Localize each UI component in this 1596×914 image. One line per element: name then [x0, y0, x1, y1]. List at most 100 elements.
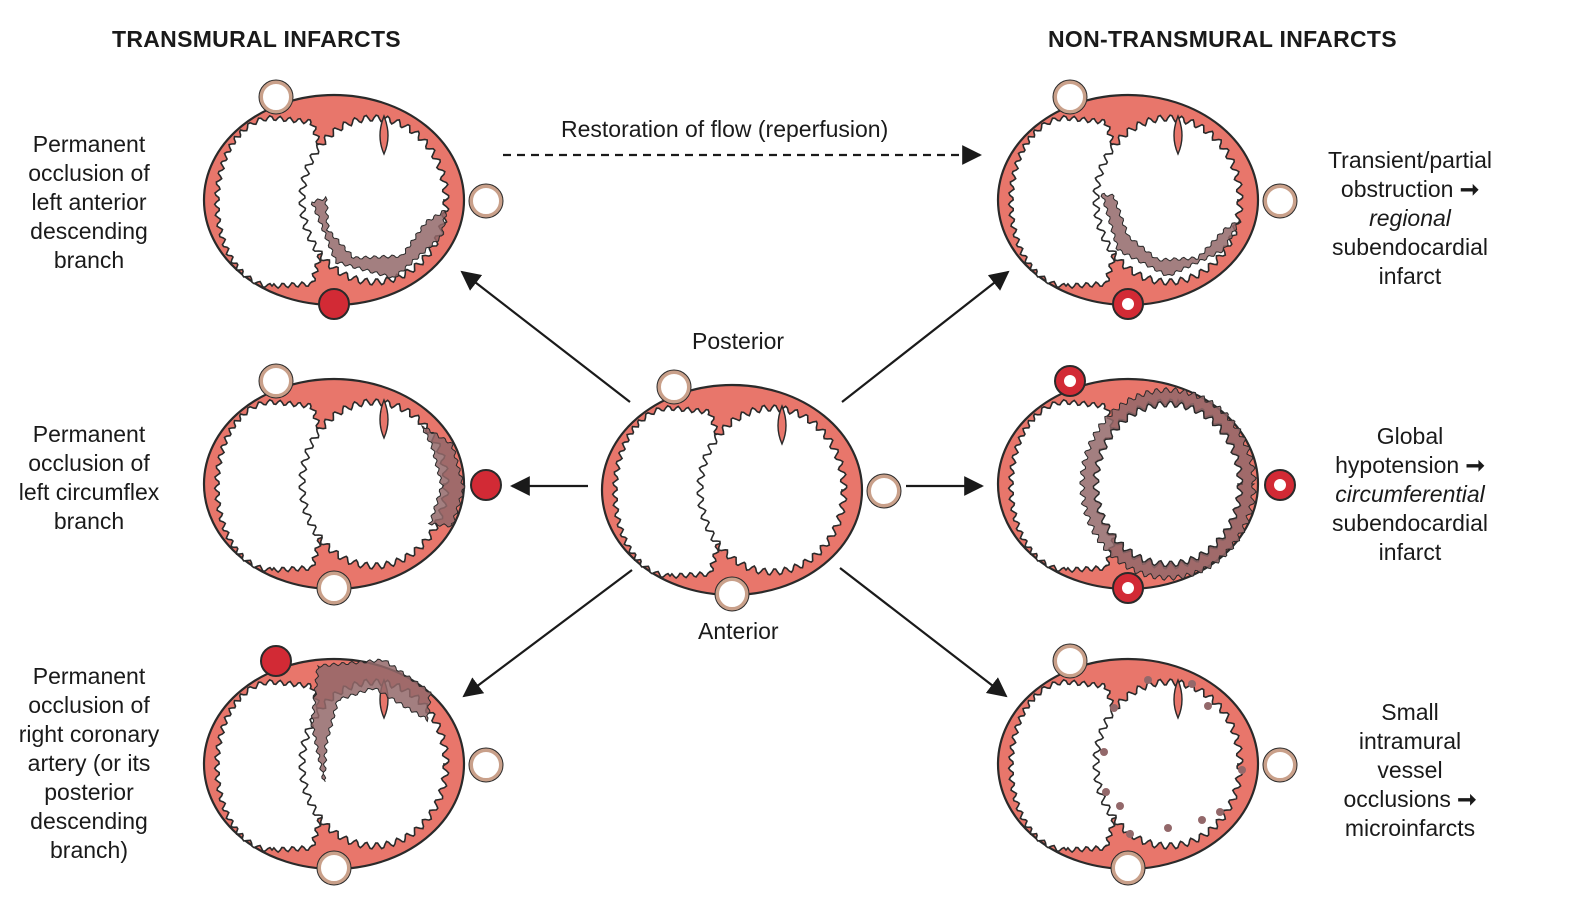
circ-line-5: infarct: [1378, 539, 1442, 565]
circ-line-3: circumferential: [1335, 481, 1485, 507]
lv-cavity: [1092, 678, 1244, 850]
microinfarct-dot: [1110, 704, 1118, 712]
vessel-outline-right: [468, 183, 504, 219]
lv-cavity: [696, 404, 848, 576]
microinfarct-dot: [1100, 748, 1108, 756]
reperfusion-label: Restoration of flow (reperfusion): [561, 116, 889, 142]
hearts-layer: [202, 79, 1298, 886]
heart-rca: [202, 645, 504, 886]
rca-line-4: artery (or its: [27, 750, 151, 776]
vessel-normal-right: [469, 184, 503, 218]
lcx-line-4: branch: [53, 508, 125, 534]
lad-line-1: Permanent: [32, 131, 146, 157]
heart-lcx: [202, 363, 502, 606]
heart-regional: [996, 79, 1298, 320]
vessel-outline-bottom: [1110, 850, 1146, 886]
arrows-layer: [460, 145, 1010, 698]
vessel-normal-top: [657, 370, 691, 404]
vessel-normal-top: [259, 364, 293, 398]
vessel-normal-bottom: [317, 571, 351, 605]
lad-line-5: branch: [53, 247, 125, 273]
rca-line-6: descending: [30, 808, 148, 834]
heart-lad: [202, 79, 504, 320]
vessel-outline-bottom: [316, 850, 352, 886]
vessel-normal-right: [469, 748, 503, 782]
circ-line-4: subendocardial: [1331, 510, 1488, 536]
arrow-to-micro: [839, 567, 1008, 698]
arrow-to-regional: [841, 270, 1010, 403]
label-lad-occlusion: Permanent occlusion of left anterior des…: [0, 130, 178, 275]
regional-line-2: obstruction ➞: [1300, 175, 1520, 204]
circ-arrow-icon: ➞: [1465, 452, 1485, 478]
label-circumferential-infarct: Global hypotension ➞ circumferential sub…: [1300, 422, 1520, 567]
regional-line-1: Transient/partial: [1327, 147, 1493, 173]
regional-line-5: infarct: [1378, 263, 1442, 289]
papillary-muscle: [1173, 114, 1183, 156]
regional-arrow-icon: ➞: [1459, 176, 1480, 202]
rca-line-1: Permanent: [32, 663, 146, 689]
header-non-transmural: NON-TRANSMURAL INFARCTS: [1048, 26, 1397, 52]
label-lcx-occlusion: Permanent occlusion of left circumflex b…: [0, 420, 178, 536]
header-transmural: TRANSMURAL INFARCTS: [112, 26, 401, 52]
micro-line-4-text: occlusions: [1343, 786, 1451, 812]
microinfarct-dot: [1204, 702, 1212, 710]
arrow-to-rca: [462, 569, 633, 698]
regional-line-4: subendocardial: [1331, 234, 1488, 260]
microinfarct-dot: [1102, 788, 1110, 796]
circ-line-2-text: hypotension: [1335, 452, 1460, 478]
circ-line-2: hypotension ➞: [1300, 451, 1520, 480]
lcx-line-3: left circumflex: [18, 479, 160, 505]
micro-line-1: Small: [1381, 699, 1439, 725]
vessel-normal-bottom: [1111, 851, 1145, 885]
papillary-muscle: [777, 404, 787, 446]
lcx-line-2: occlusion of: [28, 450, 150, 476]
rca-line-2: occlusion of: [28, 692, 150, 718]
vessel-outline-right: [1262, 747, 1298, 783]
vessel-outline-right: [1262, 183, 1298, 219]
papillary-muscle: [379, 398, 389, 440]
vessel-normal-right: [867, 474, 901, 508]
label-rca-occlusion: Permanent occlusion of right coronary ar…: [0, 662, 178, 865]
vessel-outline-top: [258, 79, 294, 115]
micro-line-5: microinfarcts: [1344, 815, 1476, 841]
circ-line-1: Global: [1376, 423, 1444, 449]
posterior-label: Posterior: [692, 328, 785, 354]
infarct-zone: [1100, 192, 1241, 277]
vessel-normal-bottom: [715, 577, 749, 611]
regional-line-2-text: obstruction: [1340, 176, 1454, 202]
heart-center: [600, 369, 902, 612]
vessel-outline-top: [656, 369, 692, 405]
lad-line-3: left anterior: [31, 189, 147, 215]
vessel-occluded-right: [470, 469, 502, 501]
vessel-normal-top: [1053, 80, 1087, 114]
rca-line-3: right coronary: [18, 721, 160, 747]
rca-line-5: posterior: [44, 779, 134, 805]
microinfarct-dot: [1216, 808, 1224, 816]
microinfarct-dot: [1238, 766, 1246, 774]
vessel-outline-top: [1052, 643, 1088, 679]
heart-micro: [996, 643, 1298, 886]
vessel-lumen-right: [1274, 479, 1286, 491]
vessel-normal-right: [1263, 184, 1297, 218]
vessel-outline-bottom: [714, 576, 750, 612]
lad-line-2: occlusion of: [28, 160, 150, 186]
regional-line-3: regional: [1369, 205, 1451, 231]
vessel-outline-top: [1052, 79, 1088, 115]
microinfarct-dot: [1188, 680, 1196, 688]
microinfarct-dot: [1126, 830, 1134, 838]
microinfarct-dot: [1164, 824, 1172, 832]
heart-circumferential: [996, 365, 1296, 604]
micro-line-2: intramural: [1358, 728, 1462, 754]
vessel-lumen-bottom: [1122, 582, 1134, 594]
vessel-normal-top: [1053, 644, 1087, 678]
vessel-normal-bottom: [317, 851, 351, 885]
papillary-muscle: [379, 114, 389, 156]
vessel-lumen-bottom: [1122, 298, 1134, 310]
anterior-label: Anterior: [698, 618, 779, 644]
vessel-outline-top: [258, 363, 294, 399]
micro-arrow-icon: ➞: [1457, 786, 1477, 812]
lad-line-4: descending: [30, 218, 148, 244]
micro-line-3: vessel: [1377, 757, 1443, 783]
vessel-occluded-top: [260, 645, 292, 677]
vessel-normal-top: [259, 80, 293, 114]
